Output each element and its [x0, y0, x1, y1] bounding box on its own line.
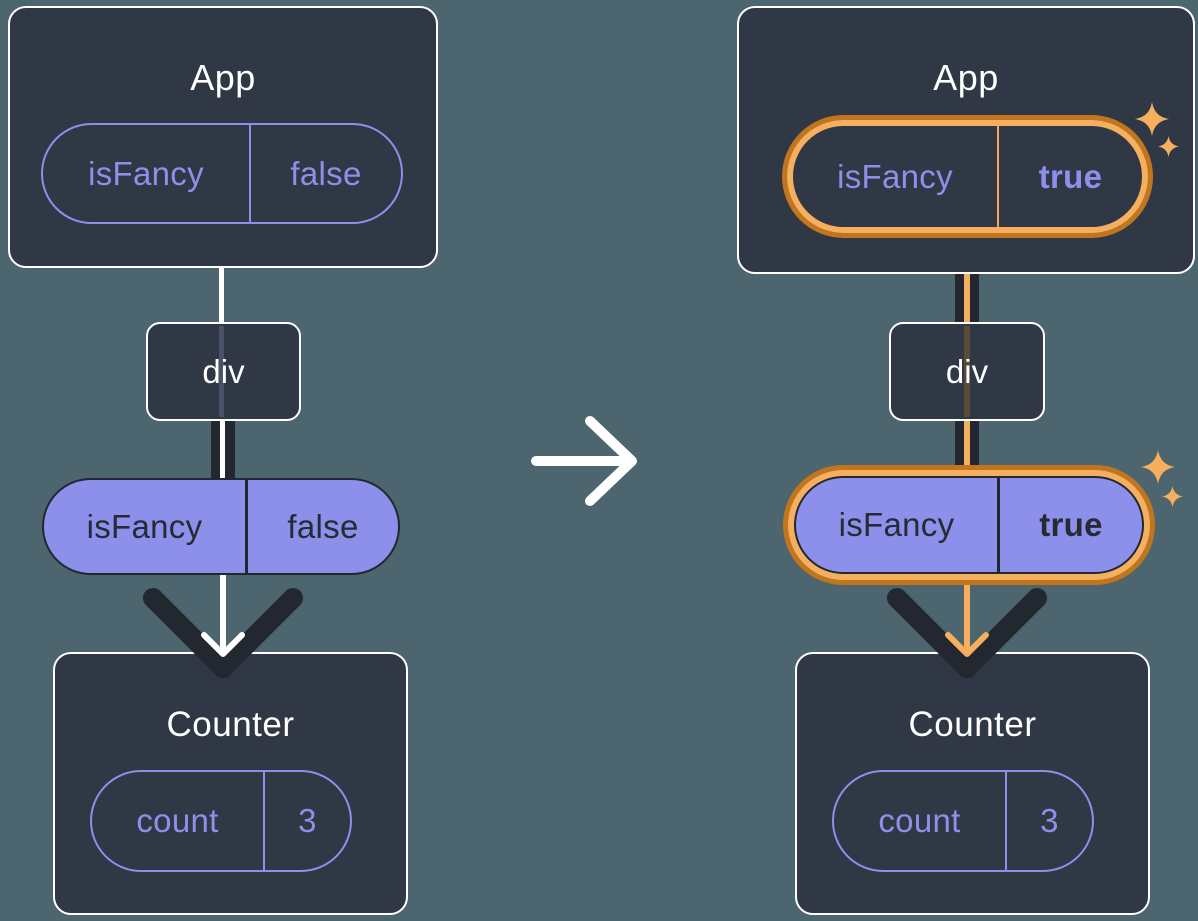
sparkle-icon: [1141, 450, 1175, 484]
before-app-title: App: [190, 57, 256, 98]
after-counter-state-value: 3: [1005, 772, 1092, 870]
right-div-to-pill-line-orange: [964, 418, 970, 480]
sparkle-icon: [1135, 102, 1169, 136]
before-counter-state-value: 3: [263, 772, 350, 870]
before-app-prop-pill: isFancy false: [41, 123, 403, 224]
before-app-prop-value: false: [249, 125, 401, 222]
after-div-label: div: [945, 352, 989, 390]
left-div-to-pill-line-white: [220, 418, 225, 480]
after-passed-prop-value: true: [997, 478, 1142, 572]
after-flow-arrow-down-icon: [887, 573, 1047, 678]
sparkle-icon: [1162, 486, 1183, 507]
after-app-prop-value: true: [997, 126, 1142, 227]
after-line-through-div: [964, 326, 970, 417]
transition-arrow-right-icon: [531, 416, 637, 506]
after-passed-prop-pill-highlighted: isFancy true: [783, 465, 1155, 585]
before-flow-arrow-down-icon: [143, 573, 303, 678]
before-counter-state-pill: count 3: [90, 770, 352, 872]
right-app-to-div-line-orange: [964, 232, 970, 324]
after-app-prop-key: isFancy: [837, 157, 953, 195]
after-passed-prop-key: isFancy: [838, 506, 955, 543]
left-app-to-div-line: [219, 266, 224, 326]
before-app-prop-key: isFancy: [88, 154, 204, 192]
after-app-title: App: [933, 57, 999, 98]
sparkle-icon: [1158, 136, 1179, 157]
after-counter-title: Counter: [908, 705, 1037, 744]
before-line-through-div: [219, 326, 224, 417]
before-div-label: div: [202, 352, 245, 390]
before-passed-prop-value: false: [245, 480, 398, 573]
after-app-prop-pill-highlighted: isFancy true: [782, 115, 1153, 238]
before-counter-title: Counter: [166, 705, 295, 744]
before-counter-state-key: count: [136, 802, 219, 839]
before-passed-prop-pill: isFancy false: [42, 478, 400, 575]
after-counter-state-pill: count 3: [832, 770, 1094, 872]
after-counter-state-key: count: [878, 802, 961, 839]
before-passed-prop-key: isFancy: [86, 507, 203, 545]
